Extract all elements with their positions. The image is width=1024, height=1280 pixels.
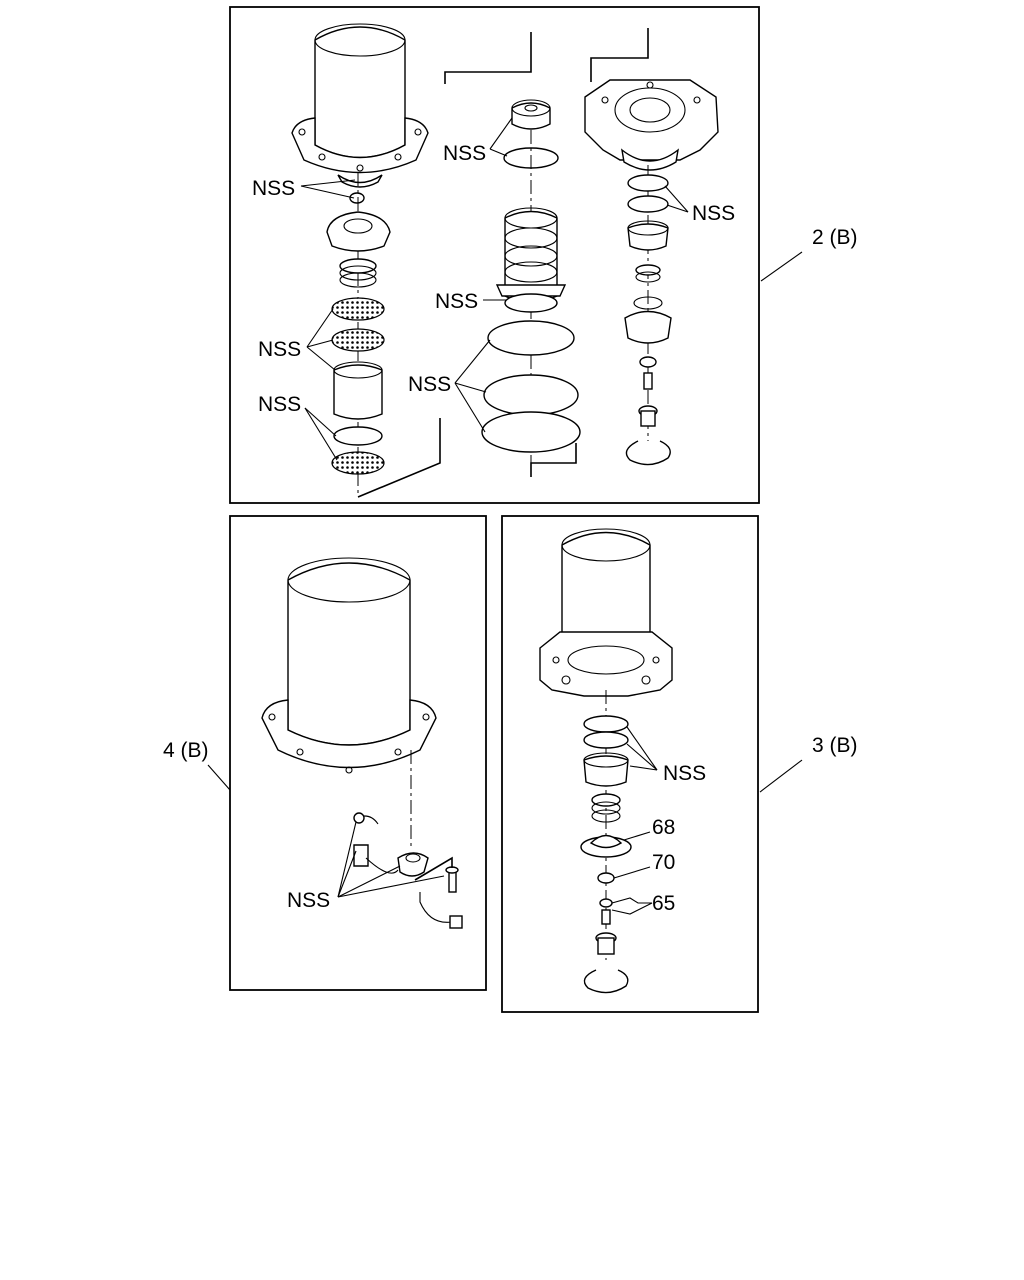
spring	[339, 258, 377, 288]
bracket-housing	[590, 28, 649, 82]
dryer-cartridge-4b	[261, 557, 437, 774]
panel-purge-valve-assembly: NSS 68 70 65 3 (B)	[501, 515, 858, 1013]
panel-bottom-left-frame	[229, 515, 487, 991]
leader-lines-top	[300, 117, 803, 461]
callout-nss-housing-rings: NSS	[692, 202, 735, 225]
item-number-65: 65	[652, 892, 675, 915]
callout-nss-cap: NSS	[443, 142, 486, 165]
callout-nss-valve-ring: NSS	[435, 290, 478, 313]
piston-spring	[635, 264, 661, 283]
o-ring-valve	[504, 293, 558, 313]
callout-nss-filter-screens: NSS	[258, 338, 301, 361]
bracket-lower-left	[357, 418, 441, 498]
filter-screen-middle	[331, 328, 385, 352]
leader-lines-3b	[611, 726, 803, 915]
filter-screen-upper	[331, 297, 385, 321]
check-valve-cap	[511, 99, 551, 130]
small-nut	[639, 356, 657, 368]
snap-ring	[625, 440, 671, 466]
filter-screen-lower	[331, 451, 385, 475]
o-ring-housing-2	[627, 195, 669, 213]
panel-bottom-right-frame	[501, 515, 759, 1013]
bracket-4b	[414, 856, 453, 881]
ref-2b: 2 (B)	[812, 226, 858, 249]
valve-piston-3b	[583, 752, 629, 787]
large-seal-ring-2	[483, 374, 579, 416]
panel-air-dryer-assembly: NSS NSS NSS NSS NSS NSS NSS 2 (B)	[229, 6, 858, 504]
callout-nss-lower-screens: NSS	[258, 393, 301, 416]
callout-nss-cup: NSS	[252, 177, 295, 200]
seal-ring-lower	[333, 426, 383, 446]
ref-3b: 3 (B)	[812, 734, 858, 757]
desiccant-cartridge	[291, 23, 429, 188]
callout-nss-heater: NSS	[287, 889, 330, 912]
end-cover-housing	[584, 79, 719, 171]
o-ring-housing-1	[627, 174, 669, 192]
large-seal-ring-3	[481, 411, 581, 453]
bracket-lower-middle	[530, 443, 577, 477]
heater-body	[624, 296, 672, 344]
callout-nss-seal-rings: NSS	[408, 373, 451, 396]
bracket-cap-assembly	[444, 32, 532, 84]
part-70-washer	[597, 872, 615, 884]
large-seal-ring-1	[487, 320, 575, 356]
piston	[627, 220, 669, 251]
purge-valve-body	[495, 207, 567, 303]
leader-lines-4b	[207, 764, 445, 898]
fitting	[638, 405, 658, 427]
item-number-68: 68	[652, 816, 675, 839]
spring-3b	[591, 793, 621, 823]
panel-top-frame	[229, 6, 760, 504]
filter-element	[333, 361, 383, 420]
part-68-diaphragm	[580, 834, 632, 858]
item-number-70: 70	[652, 851, 675, 874]
dryer-cartridge-3b	[539, 528, 673, 697]
o-ring-3b-1	[583, 715, 629, 733]
panel-heater-assembly: NSS 4 (B)	[163, 515, 487, 991]
heater-wiring	[353, 812, 463, 929]
fitting-3b	[595, 932, 617, 955]
callout-nss-valve-3b: NSS	[663, 762, 706, 785]
small-bolt	[643, 372, 653, 390]
o-ring-3b-2	[583, 731, 629, 749]
small-valve-part	[349, 192, 365, 204]
part-65-screw-and-nut	[599, 898, 613, 925]
ref-4b: 4 (B)	[163, 739, 209, 762]
cartridge-base-plate	[326, 211, 391, 252]
snap-ring-3b	[583, 969, 629, 994]
